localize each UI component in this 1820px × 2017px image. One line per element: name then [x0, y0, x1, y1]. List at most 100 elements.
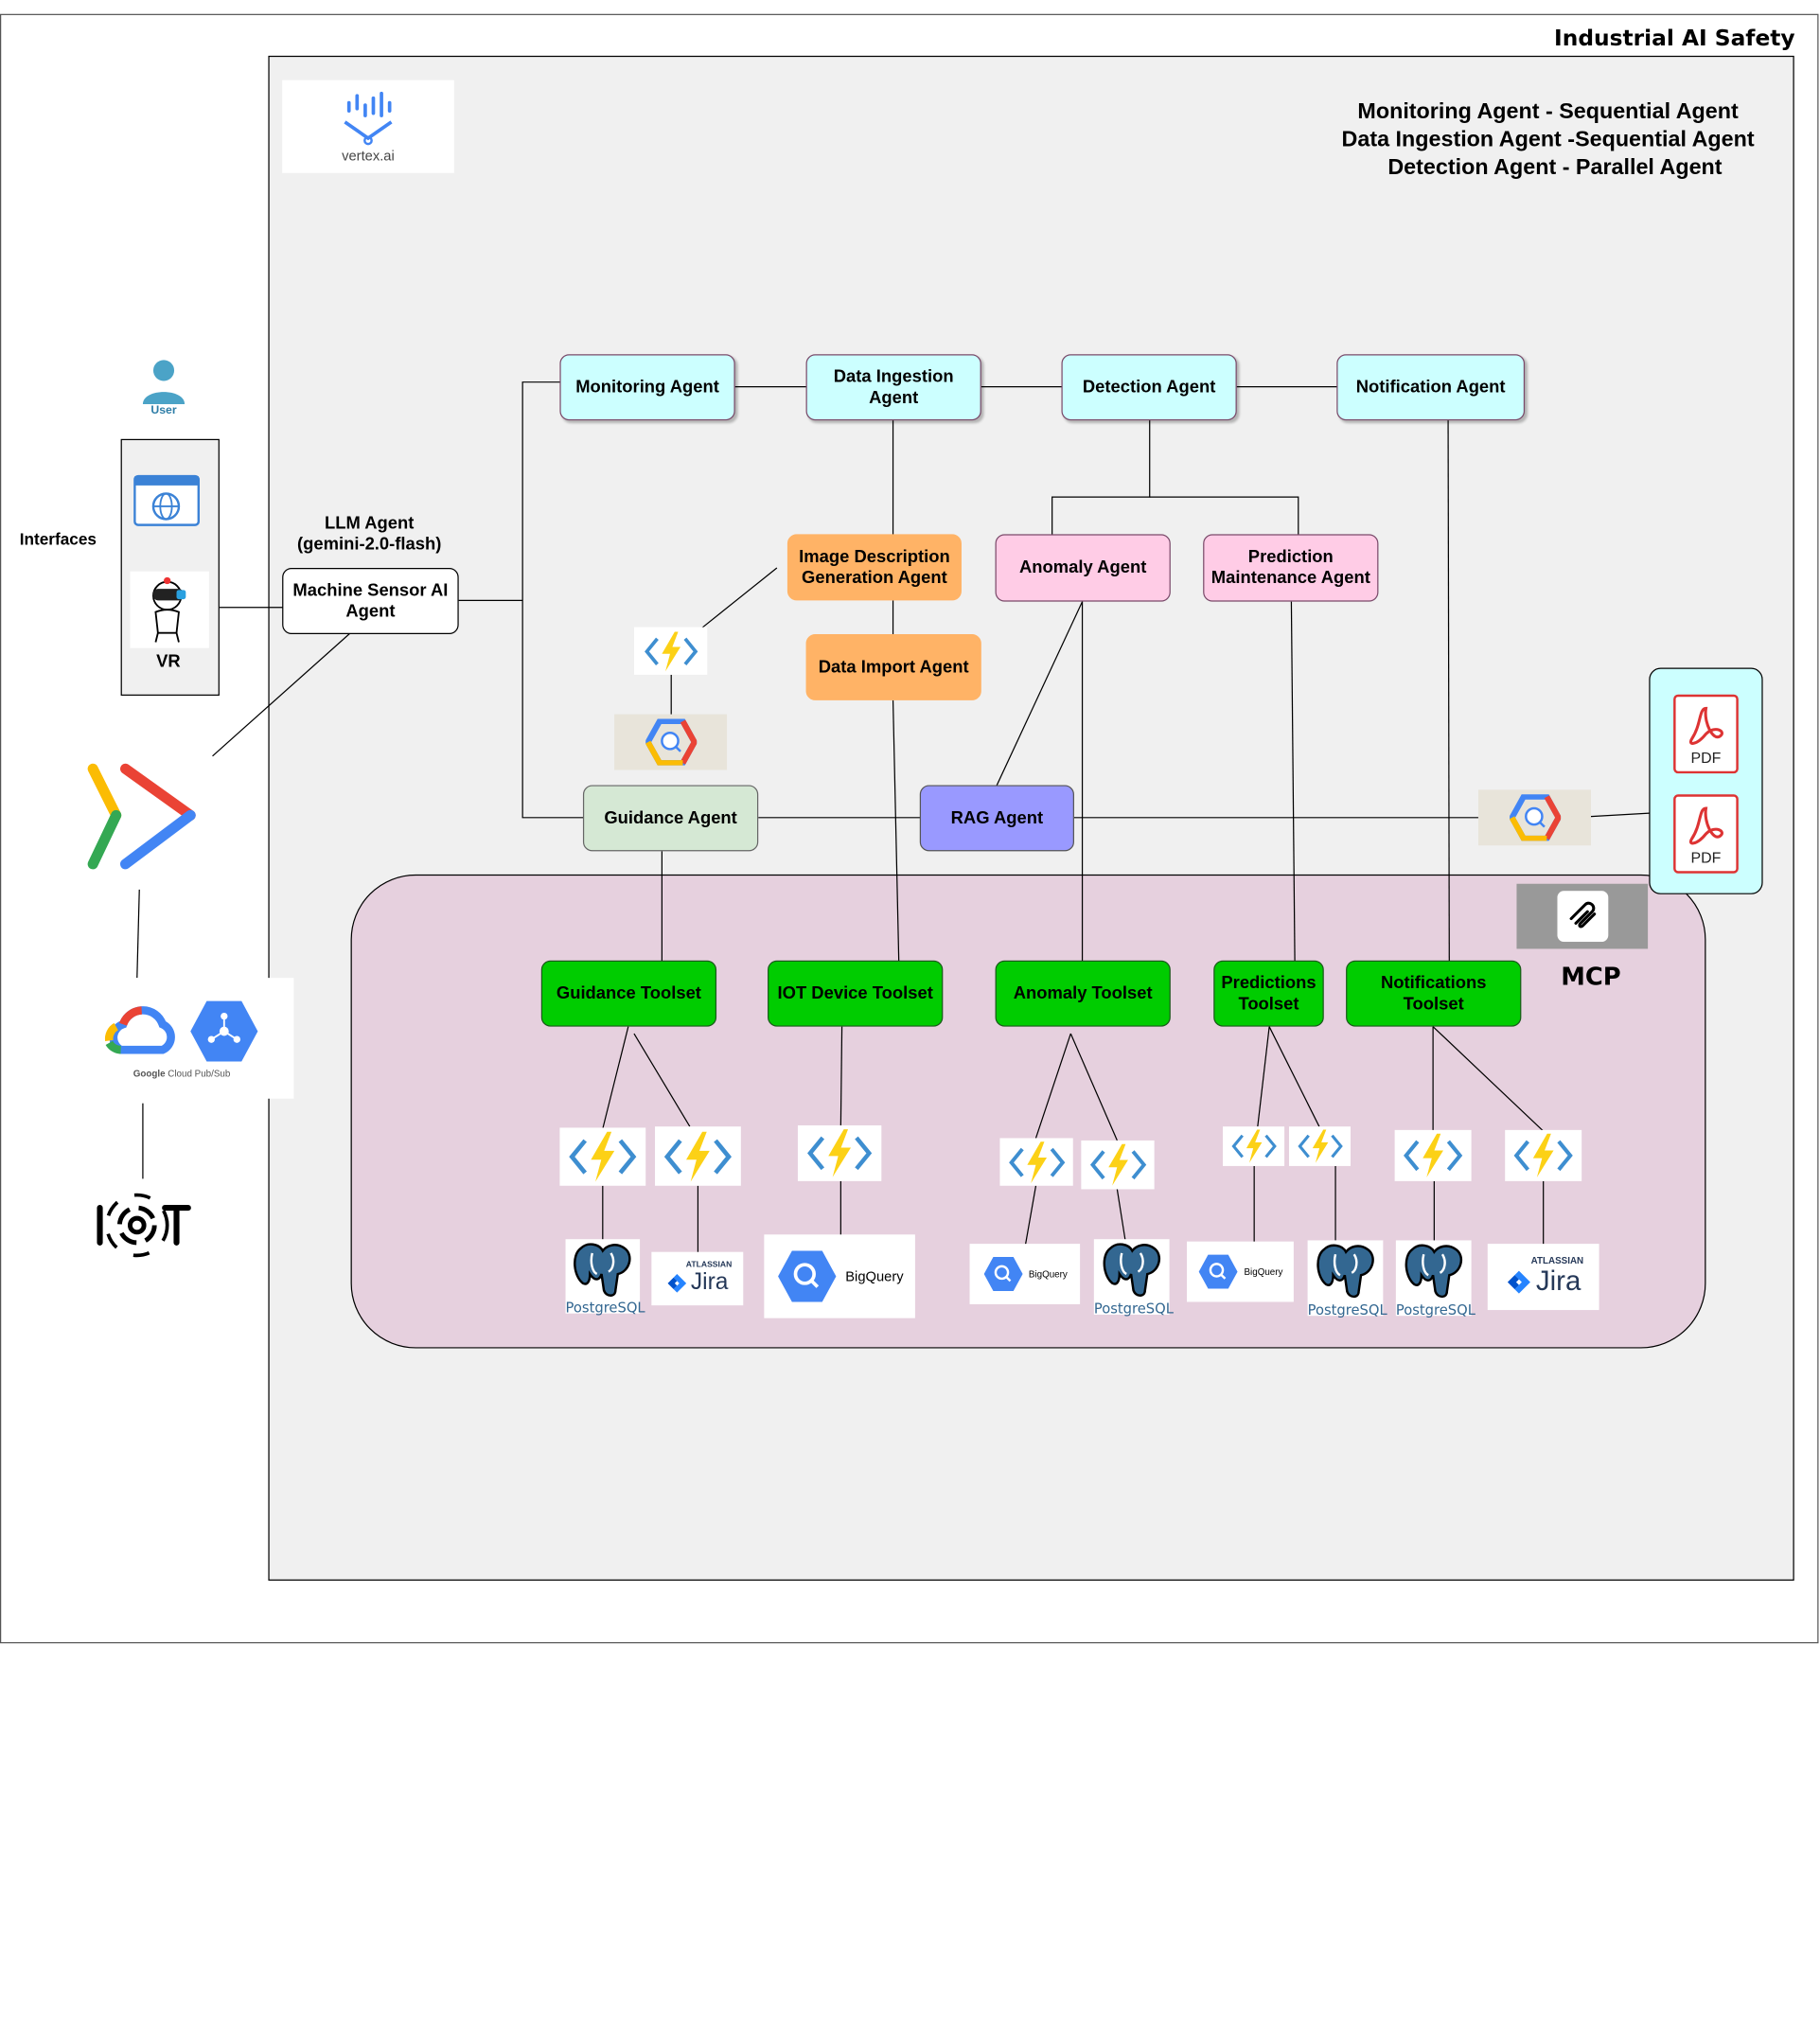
image-agent-function-tile — [633, 627, 708, 675]
detection-agent[interactable]: Detection Agent — [1061, 354, 1237, 421]
user-icon — [142, 360, 186, 404]
anomaly-agent[interactable]: Anomaly Agent — [995, 534, 1171, 602]
notifications-jira: ATLASSIAN Jira — [1487, 1244, 1599, 1311]
anomaly-bigquery-function — [999, 1138, 1073, 1186]
pubsub-brand-label: Google — [133, 1068, 166, 1079]
notifications-jira-function — [1505, 1129, 1582, 1181]
vertex-ai-label: vertex.ai — [342, 147, 395, 165]
predictions-postgres-function — [1288, 1126, 1352, 1166]
notifications-postgresql: PostgreSQL — [1395, 1240, 1475, 1318]
bigquery-icon — [1199, 1254, 1238, 1289]
postgresql-icon — [574, 1243, 631, 1297]
azure-function-icon — [1404, 1133, 1463, 1177]
predictions-bigquery-function — [1223, 1126, 1285, 1166]
azure-function-icon — [663, 1131, 732, 1181]
pdf-icon — [1689, 706, 1723, 745]
jira-brand-label: ATLASSIAN — [685, 1261, 733, 1270]
pdf-label-1: PDF — [1690, 749, 1722, 767]
connector-lines — [136, 381, 1654, 1253]
pubsub-product-label: Cloud Pub/Sub — [168, 1068, 231, 1079]
mcp-icon — [1556, 891, 1608, 943]
postgresql-label: PostgreSQL — [1093, 1300, 1174, 1318]
azure-function-icon — [807, 1129, 873, 1177]
jira-label: Jira — [1535, 1265, 1581, 1298]
azure-function-icon — [569, 1131, 637, 1182]
iot-bigquery: BigQuery — [764, 1234, 915, 1318]
pdf-document-1[interactable]: PDF — [1673, 694, 1739, 774]
postgresql-icon — [1405, 1244, 1462, 1299]
mcp-tile — [1516, 883, 1649, 949]
anomaly-toolset[interactable]: Anomaly Toolset — [995, 960, 1171, 1027]
guidance-toolset[interactable]: Guidance Toolset — [540, 960, 717, 1027]
postgresql-label: PostgreSQL — [1395, 1301, 1475, 1318]
anomaly-bigquery: BigQuery — [969, 1244, 1081, 1304]
machine-sensor-ai-agent[interactable]: Machine Sensor AI Agent — [282, 568, 459, 634]
iot-bigquery-function — [797, 1124, 882, 1181]
predictions-postgresql: PostgreSQL — [1307, 1240, 1387, 1318]
rag-vertex-search-tile — [1477, 789, 1591, 846]
dataflow-icon — [87, 763, 196, 870]
interfaces-label: Interfaces — [19, 529, 97, 549]
postgresql-icon — [1103, 1243, 1160, 1297]
rag-agent[interactable]: RAG Agent — [919, 785, 1074, 852]
anomaly-postgresql: PostgreSQL — [1093, 1239, 1174, 1318]
postgresql-icon — [1316, 1244, 1374, 1299]
pubsub-icon — [189, 1000, 257, 1061]
browser-globe-icon[interactable] — [133, 474, 201, 527]
postgresql-label: PostgreSQL — [565, 1300, 645, 1317]
guidance-postgres-function — [559, 1127, 646, 1186]
jira-icon — [1507, 1270, 1530, 1294]
pdf-document-2[interactable]: PDF — [1673, 794, 1739, 874]
guidance-agent[interactable]: Guidance Agent — [582, 785, 759, 852]
bigquery-icon — [983, 1257, 1023, 1292]
notifications-postgres-function — [1394, 1129, 1472, 1181]
postgresql-label: PostgreSQL — [1307, 1301, 1387, 1318]
guidance-jira: ATLASSIAN Jira — [651, 1251, 744, 1306]
iot-icon — [97, 1193, 191, 1258]
guidance-jira-function — [655, 1126, 741, 1186]
azure-function-icon — [644, 630, 698, 671]
predictions-bigquery: BigQuery — [1186, 1241, 1294, 1302]
iot-device-toolset[interactable]: IOT Device Toolset — [768, 960, 944, 1027]
google-cloud-icon — [104, 1005, 175, 1053]
vertex-search-icon — [645, 718, 697, 766]
azure-function-icon — [1297, 1129, 1343, 1163]
pubsub-tile: Google Cloud Pub/Sub — [69, 978, 294, 1099]
vertex-search-icon — [1509, 794, 1561, 841]
azure-function-icon — [1230, 1129, 1277, 1163]
data-import-agent[interactable]: Data Import Agent — [805, 633, 981, 700]
agent-type-sequential-ingestion: Data Ingestion Agent -Sequential Agent — [1341, 127, 1755, 152]
user-label: User — [150, 403, 177, 417]
bigquery-label: BigQuery — [1028, 1268, 1068, 1280]
image-description-agent[interactable]: Image Description Generation Agent — [786, 534, 962, 601]
predictions-toolset[interactable]: Predictions Toolset — [1213, 960, 1324, 1027]
vertex-ai-icon — [344, 91, 393, 146]
llm-agent-label: LLM Agent — [324, 513, 415, 534]
azure-function-icon — [1089, 1143, 1146, 1186]
notifications-toolset[interactable]: Notifications Toolset — [1346, 960, 1522, 1027]
guidance-postgresql: PostgreSQL — [565, 1239, 645, 1317]
vr-label: VR — [156, 651, 181, 672]
anomaly-postgres-function — [1081, 1140, 1155, 1190]
data-ingestion-agent[interactable]: Data Ingestion Agent — [805, 354, 981, 421]
jira-brand-label: ATLASSIAN — [1530, 1255, 1584, 1266]
bigquery-icon — [778, 1250, 837, 1302]
pdf-icon — [1689, 806, 1723, 845]
azure-function-icon — [1008, 1141, 1065, 1183]
azure-function-icon — [1513, 1133, 1573, 1177]
jira-label: Jira — [690, 1269, 729, 1296]
vr-tile[interactable] — [130, 571, 209, 648]
llm-model-label: (gemini-2.0-flash) — [296, 534, 442, 555]
notification-agent[interactable]: Notification Agent — [1336, 354, 1526, 421]
mcp-label: MCP — [1561, 963, 1621, 991]
prediction-maintenance-agent[interactable]: Prediction Maintenance Agent — [1203, 534, 1379, 602]
pdf-label-2: PDF — [1690, 848, 1722, 867]
bigquery-label: BigQuery — [1244, 1266, 1283, 1278]
jira-icon — [667, 1273, 687, 1293]
outer-frame — [0, 13, 1819, 1644]
monitoring-agent[interactable]: Monitoring Agent — [559, 354, 735, 421]
vertex-ai-logo: vertex.ai — [282, 80, 454, 173]
bigquery-label: BigQuery — [845, 1267, 904, 1285]
agent-type-parallel-detection: Detection Agent - Parallel Agent — [1387, 155, 1723, 181]
vr-headset-icon — [152, 576, 186, 643]
